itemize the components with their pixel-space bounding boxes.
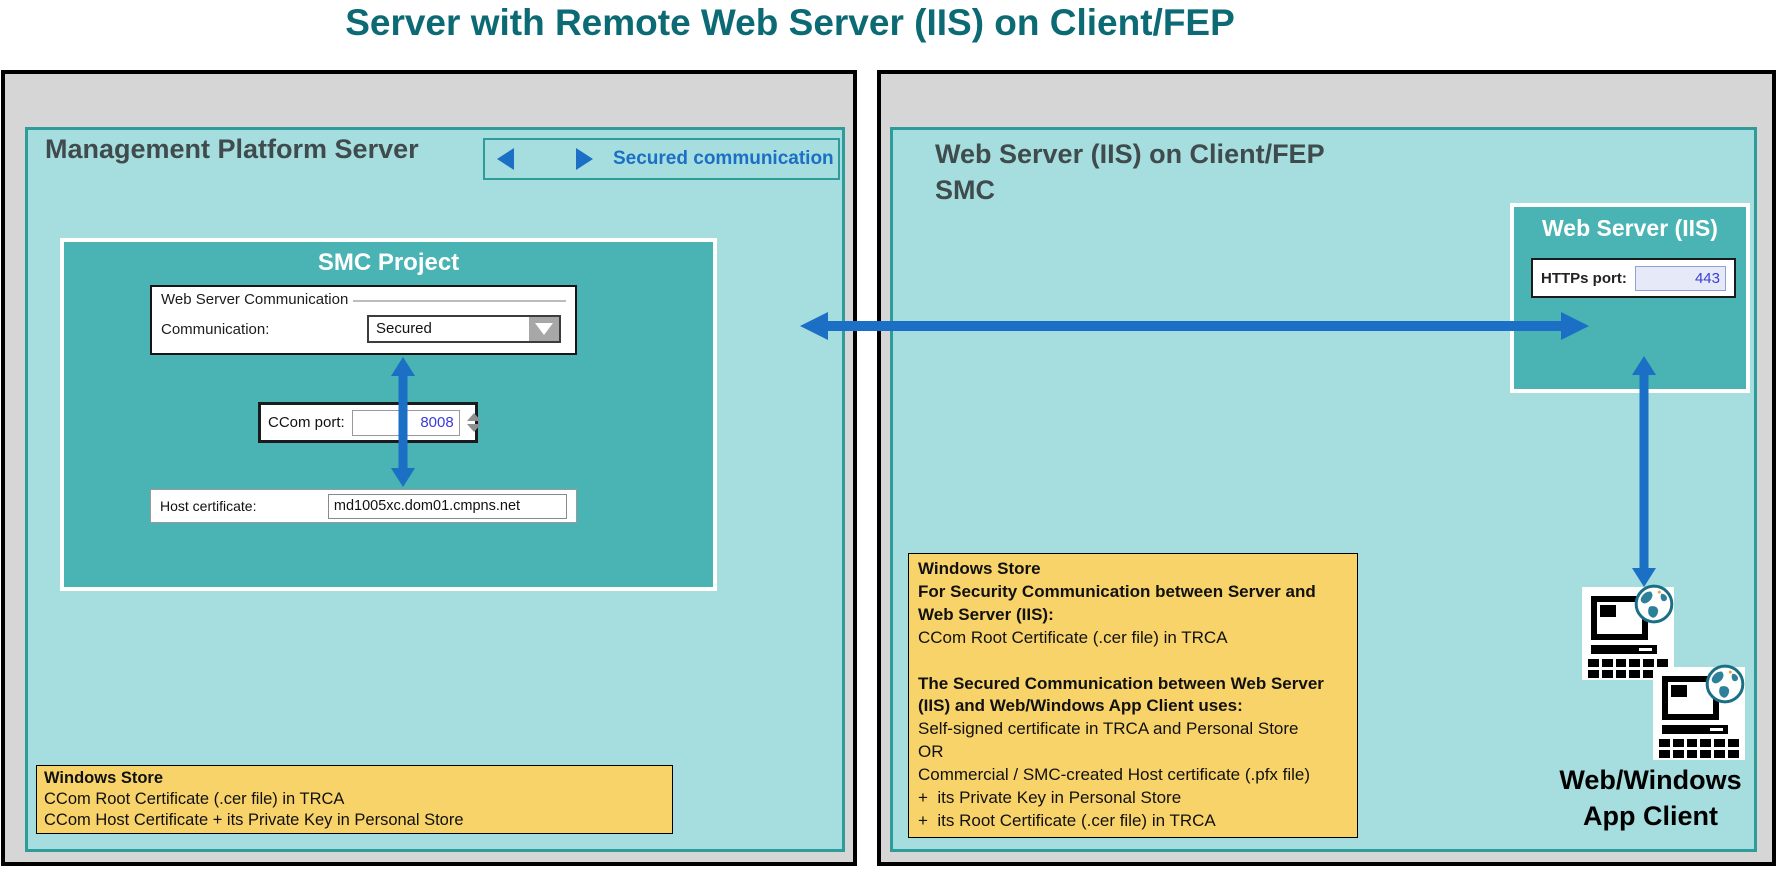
server-webserver-secured-arrow <box>800 311 1589 340</box>
groupbox-rule <box>353 300 566 302</box>
arrow-shaft <box>1639 372 1649 571</box>
webserver-client-vertical-arrow <box>1632 356 1656 587</box>
note-line: CCom Host Certificate + its Private Key … <box>44 811 464 829</box>
globe-icon <box>1705 664 1745 704</box>
arrow-head-right-icon <box>576 148 593 170</box>
arrow-shaft <box>398 373 408 471</box>
note-line: Self-signed certificate in TRCA and Pers… <box>918 719 1299 739</box>
arrow-head-down-icon <box>391 468 415 487</box>
https-port-label: HTTPs port: <box>1541 269 1627 287</box>
spinner-down-icon[interactable] <box>466 424 481 432</box>
spinner-up-icon[interactable] <box>466 413 481 421</box>
chevron-down-icon <box>535 323 553 335</box>
note-line: CCom Root Certificate (.cer file) in TRC… <box>44 790 345 808</box>
https-port-input[interactable] <box>1634 265 1726 291</box>
note-line: Web Server (IIS): <box>918 604 1054 624</box>
arrow-head-left-icon <box>800 311 828 340</box>
system-unit-icon <box>1591 645 1657 654</box>
ccom-port-label: CCom port: <box>268 414 345 431</box>
note-line: + its Root Certificate (.cer file) in TR… <box>918 810 1216 830</box>
host-certificate-row: Host certificate: <box>150 489 577 523</box>
arrow-head-right-icon <box>1561 311 1589 340</box>
keyboard-icon <box>1659 739 1739 758</box>
web-server-iis-title: Web Server (IIS) <box>1542 215 1718 241</box>
arrow-head-left-icon <box>497 148 514 170</box>
note-line: OR <box>918 742 944 762</box>
smc-vertical-arrow <box>391 357 415 487</box>
web-server-iis-box: Web Server (IIS) <box>1510 203 1750 393</box>
communication-dropdown-value: Secured <box>376 320 432 337</box>
groupbox-title: Web Server Communication <box>161 291 349 308</box>
globe-icon <box>1634 584 1674 624</box>
note-line: Commercial / SMC-created Host certificat… <box>918 765 1311 785</box>
ccom-port-stepper <box>466 413 481 432</box>
note-line: Windows Store <box>44 769 164 787</box>
page-title: Server with Remote Web Server (IIS) on C… <box>345 2 1235 43</box>
communication-label: Communication: <box>161 320 270 338</box>
host-certificate-input[interactable] <box>327 493 567 519</box>
smc-project-title: SMC Project <box>317 249 460 276</box>
client-computer-icon <box>1582 584 1674 680</box>
arrow-head-up-icon <box>391 357 415 376</box>
note-line <box>918 650 1348 673</box>
host-certificate-label: Host certificate: <box>160 498 257 514</box>
web-windows-app-client-label: Web/Windows App Client <box>1538 762 1763 834</box>
note-line: + its Private Key in Personal Store <box>918 788 1182 808</box>
communication-dropdown[interactable]: Secured <box>367 315 561 343</box>
right-panel-title: Web Server (IIS) on Client/FEP <box>935 139 1325 169</box>
client-computer-icon <box>1653 664 1745 760</box>
arrow-shaft <box>826 320 1563 331</box>
legend-box: Secured communication <box>483 138 840 180</box>
system-unit-icon <box>1662 725 1728 734</box>
arrow-head-down-icon <box>1632 568 1656 587</box>
note-line: For Security Communication between Serve… <box>918 581 1316 601</box>
note-line: Windows Store <box>918 559 1041 578</box>
client-label-line2: App Client <box>1583 801 1718 831</box>
legend-label: Secured communication <box>613 148 834 169</box>
note-line: The Secured Communication between Web Se… <box>918 673 1324 693</box>
dropdown-arrow-button[interactable] <box>529 317 559 341</box>
web-server-communication-groupbox: Web Server Communication Communication: … <box>150 285 577 355</box>
arrow-head-up-icon <box>1632 356 1656 375</box>
note-line: (IIS) and Web/Windows App Client uses: <box>918 696 1243 716</box>
right-panel-subtitle: SMC <box>935 175 995 205</box>
note-line: CCom Root Certificate (.cer file) in TRC… <box>918 627 1228 647</box>
management-platform-server-title: Management Platform Server <box>45 134 419 164</box>
client-label-line1: Web/Windows <box>1559 765 1742 795</box>
https-port-box: HTTPs port: <box>1531 258 1736 298</box>
secured-communication-arrow-icon <box>497 147 593 171</box>
ccom-port-box: CCom port: <box>258 402 481 443</box>
